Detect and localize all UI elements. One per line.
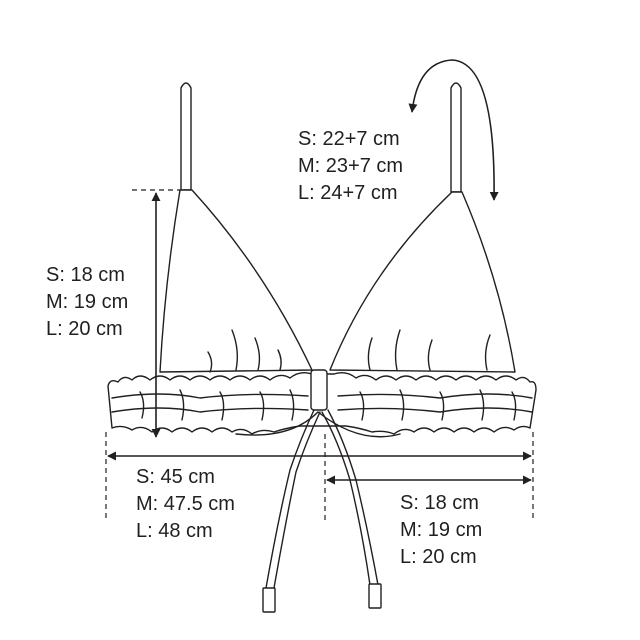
left-tie-string-edge — [273, 411, 321, 589]
center-loop — [310, 369, 328, 411]
strap-length-label: S: 22+7 cm M: 23+7 cm L: 24+7 cm — [298, 126, 403, 207]
cup-height-s: S: 18 cm — [46, 264, 125, 286]
cup-height-label: S: 18 cm M: 19 cm L: 20 cm — [46, 262, 128, 343]
strap-length-s: S: 22+7 cm — [298, 128, 400, 150]
strap-length-l: L: 24+7 cm — [298, 182, 398, 204]
strap-curved-arrow — [408, 59, 499, 201]
half-width-m: M: 19 cm — [400, 519, 483, 541]
tie-loop — [235, 411, 401, 438]
band-seam-lines — [111, 389, 533, 421]
total-width-l: L: 48 cm — [136, 520, 213, 542]
total-width-label: S: 45 cm M: 47.5 cm L: 48 cm — [136, 464, 235, 545]
right-tie-end — [368, 583, 382, 609]
left-tie-string — [265, 409, 315, 589]
strap-length-m: M: 23+7 cm — [298, 155, 404, 177]
right-tie-string — [321, 411, 371, 586]
right-cup — [329, 191, 516, 373]
right-strap — [450, 82, 462, 193]
cup-gather-lines — [207, 329, 491, 373]
half-width-s: S: 18 cm — [400, 492, 479, 514]
cup-height-l: L: 20 cm — [46, 318, 123, 340]
cup-height-m: M: 19 cm — [46, 291, 129, 313]
half-width-label: S: 18 cm M: 19 cm L: 20 cm — [400, 490, 482, 571]
half-width-l: L: 20 cm — [400, 546, 477, 568]
total-width-s: S: 45 cm — [136, 466, 215, 488]
total-width-m: M: 47.5 cm — [136, 493, 235, 515]
left-tie-end — [262, 587, 276, 613]
left-strap — [180, 82, 192, 191]
